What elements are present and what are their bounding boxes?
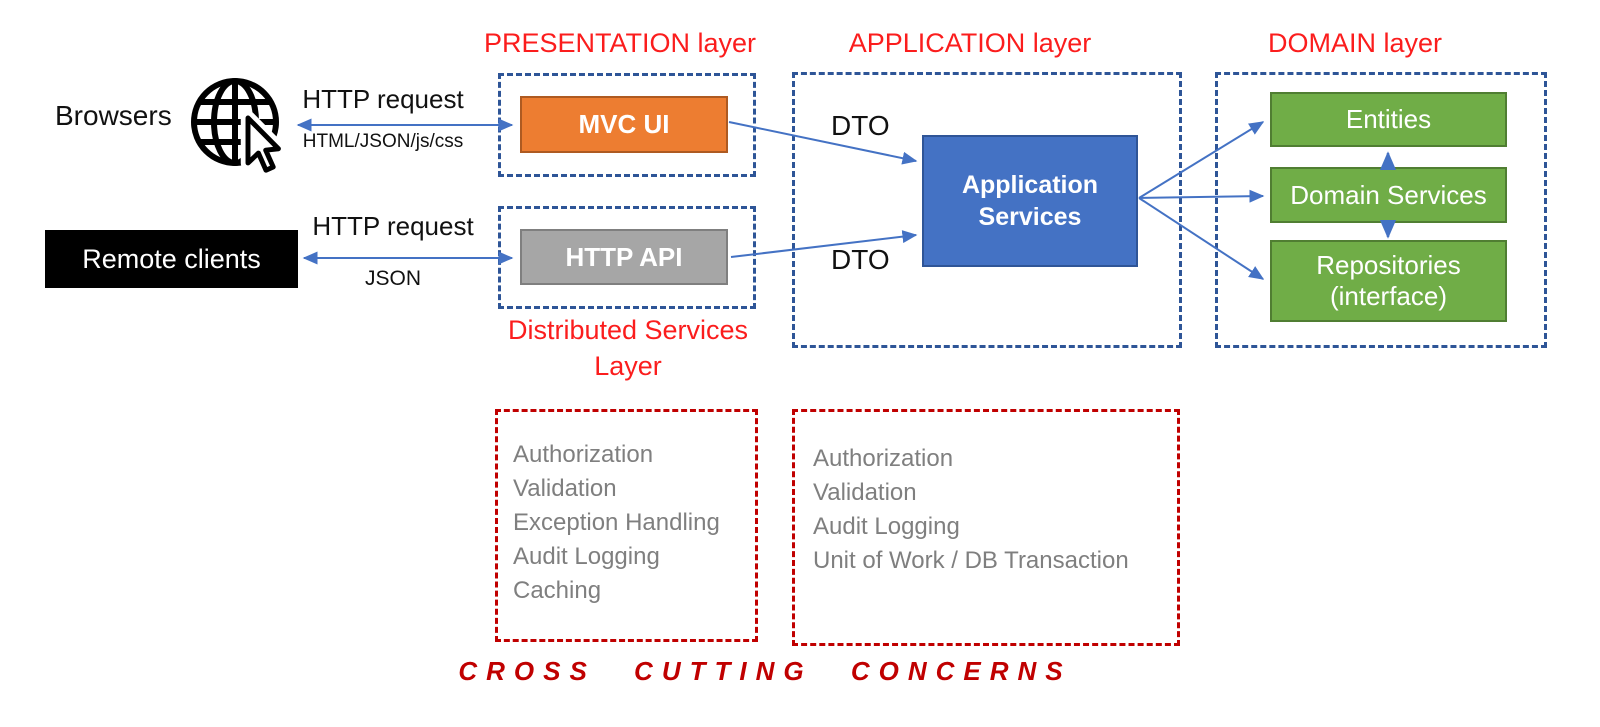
repositories-box: Repositories (interface) xyxy=(1270,240,1507,322)
application-services-label-line2: Services xyxy=(978,203,1082,231)
concern-item: Caching xyxy=(513,577,602,604)
distributed-concerns-box xyxy=(495,409,758,642)
globe-cursor-icon xyxy=(191,78,286,178)
concern-item: Audit Logging xyxy=(813,513,960,540)
repositories-label-line1: Repositories xyxy=(1316,250,1461,280)
http-api-box: HTTP API xyxy=(520,229,728,285)
browsers-label: Browsers xyxy=(55,100,172,131)
mvc-ui-box: MVC UI xyxy=(520,96,728,153)
remote-http-format-label: JSON xyxy=(364,267,421,290)
distributed-services-title-line1: Distributed Services xyxy=(507,315,749,345)
application-services-box: Application Services xyxy=(922,135,1138,267)
concern-item: Validation xyxy=(813,479,917,506)
entities-box: Entities xyxy=(1270,92,1507,147)
distributed-services-layer-title: Distributed Services Layer xyxy=(478,312,778,384)
mvc-ui-label: MVC UI xyxy=(578,109,670,139)
concern-item: Authorization xyxy=(813,445,954,472)
browser-http-request-label: HTTP request xyxy=(302,84,464,114)
mvc-dto-label: DTO xyxy=(831,110,890,141)
application-layer-title: APPLICATION layer xyxy=(848,28,1092,58)
browser-http-formats-label: HTML/JSON/js/css xyxy=(302,131,464,152)
remote-http-request-label: HTTP request xyxy=(312,211,474,241)
application-services-label-line1: Application xyxy=(961,171,1099,199)
concern-item: Validation xyxy=(513,475,617,502)
domain-services-box: Domain Services xyxy=(1270,167,1507,223)
concern-item: Unit of Work / DB Transaction xyxy=(813,547,1129,574)
remote-clients-box: Remote clients xyxy=(45,230,298,288)
api-dto-label: DTO xyxy=(831,244,890,275)
cross-cutting-caption: CROSS CUTTING CONCERNS xyxy=(458,656,1072,686)
concern-item: Audit Logging xyxy=(513,543,660,570)
distributed-services-title-line2: Layer xyxy=(594,351,662,381)
concern-item: Exception Handling xyxy=(513,509,720,536)
domain-services-label: Domain Services xyxy=(1290,179,1487,210)
domain-layer-title: DOMAIN layer xyxy=(1267,28,1443,58)
application-concerns-box xyxy=(792,409,1180,646)
remote-clients-label: Remote clients xyxy=(82,243,261,274)
concern-item: Authorization xyxy=(513,441,654,468)
presentation-layer-title: PRESENTATION layer xyxy=(483,28,757,58)
entities-label: Entities xyxy=(1345,104,1432,134)
http-api-label: HTTP API xyxy=(565,241,683,272)
repositories-label-line2: (interface) xyxy=(1329,281,1448,311)
